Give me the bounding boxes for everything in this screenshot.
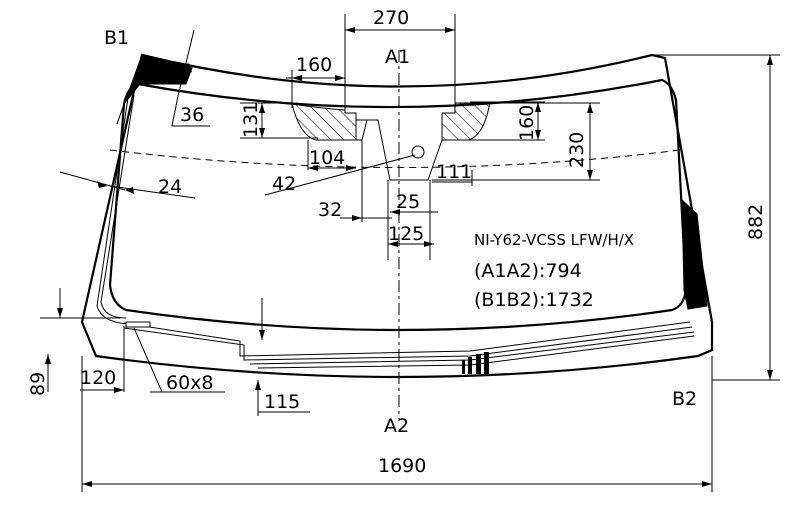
dim-882: 882 [745, 204, 767, 240]
dim-25: 25 [396, 191, 420, 213]
dim-125: 125 [388, 223, 424, 245]
band-top-left [116, 54, 193, 125]
dim-1690: 1690 [378, 455, 426, 477]
heater-bar-1 [462, 360, 465, 374]
dim-36: 36 [180, 104, 204, 126]
hatch-left [291, 103, 357, 141]
heater-bar-4 [484, 352, 489, 374]
wiper-line-2 [123, 326, 693, 361]
a1a2-length: (A1A2):794 [474, 260, 582, 282]
dim-270: 270 [373, 7, 409, 29]
dim-115: 115 [264, 391, 300, 413]
dim-104: 104 [309, 147, 345, 169]
dim-42: 42 [272, 173, 296, 195]
band-bottom-left-block [125, 321, 151, 328]
band-right [681, 198, 708, 310]
dim-32: 32 [318, 199, 342, 221]
dimension-lines [40, 14, 780, 492]
arrow-heads [45, 27, 773, 487]
edge-line-left-1 [100, 94, 135, 319]
point-a1-label: A1 [385, 46, 410, 68]
part-code: NI-Y62-VCSS LFW/H/X [474, 231, 634, 249]
sensor-circle [411, 145, 425, 159]
dim-160-top: 160 [296, 54, 332, 76]
b1b2-length: (B1B2):1732 [474, 289, 594, 311]
heater-bar-2 [468, 357, 472, 374]
point-b2-label: B2 [672, 388, 697, 410]
heater-bar-3 [476, 354, 481, 374]
dim-60x8: 60x8 [166, 372, 214, 394]
dim-89: 89 [27, 372, 49, 396]
point-b1-label: B1 [104, 27, 129, 49]
point-a2-label: A2 [384, 415, 409, 437]
dim-230: 230 [566, 132, 588, 168]
wiper-line [123, 321, 691, 357]
dim-160-right: 160 [516, 105, 538, 141]
hatch-right [441, 101, 491, 141]
dim-120: 120 [80, 367, 116, 389]
dim-131: 131 [240, 102, 262, 138]
dim-111: 111 [436, 161, 472, 183]
dim-24: 24 [158, 176, 182, 198]
dashed-shade-line [109, 149, 681, 168]
outer-edge [80, 53, 714, 379]
sensor-area [291, 101, 491, 260]
black-bands [116, 54, 708, 374]
